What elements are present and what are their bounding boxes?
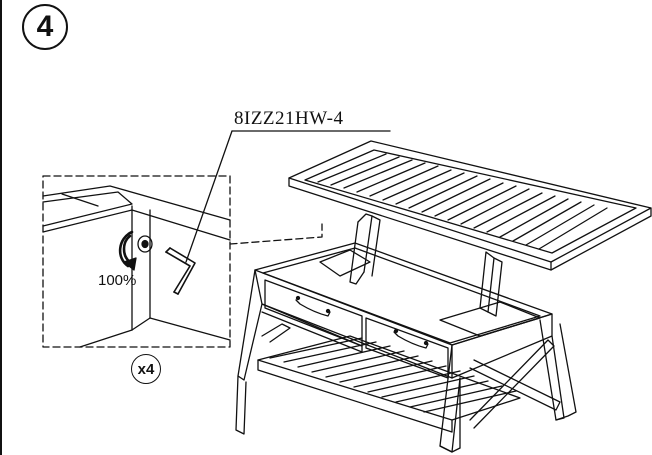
hex-key-icon (165, 247, 196, 295)
lift-top-coffee-table-illustration (235, 140, 652, 453)
table-lift-top (288, 140, 652, 271)
table-frame (254, 242, 553, 379)
table-legs (235, 269, 577, 453)
quantity-badge: x4 (131, 354, 161, 384)
step-number-badge: 4 (22, 4, 68, 50)
torque-percent-label: 100% (98, 272, 137, 289)
detail-inset (42, 175, 323, 348)
page-border (0, 0, 2, 455)
inset-table-corner (42, 185, 231, 348)
front-x-brace (261, 303, 363, 353)
rotation-arrow-icon (118, 230, 137, 271)
table-bottom-shelf (257, 335, 521, 433)
part-leader (185, 130, 391, 263)
bolt-icon (137, 235, 153, 253)
part-code-label: 8IZZ21HW-4 (234, 108, 344, 129)
